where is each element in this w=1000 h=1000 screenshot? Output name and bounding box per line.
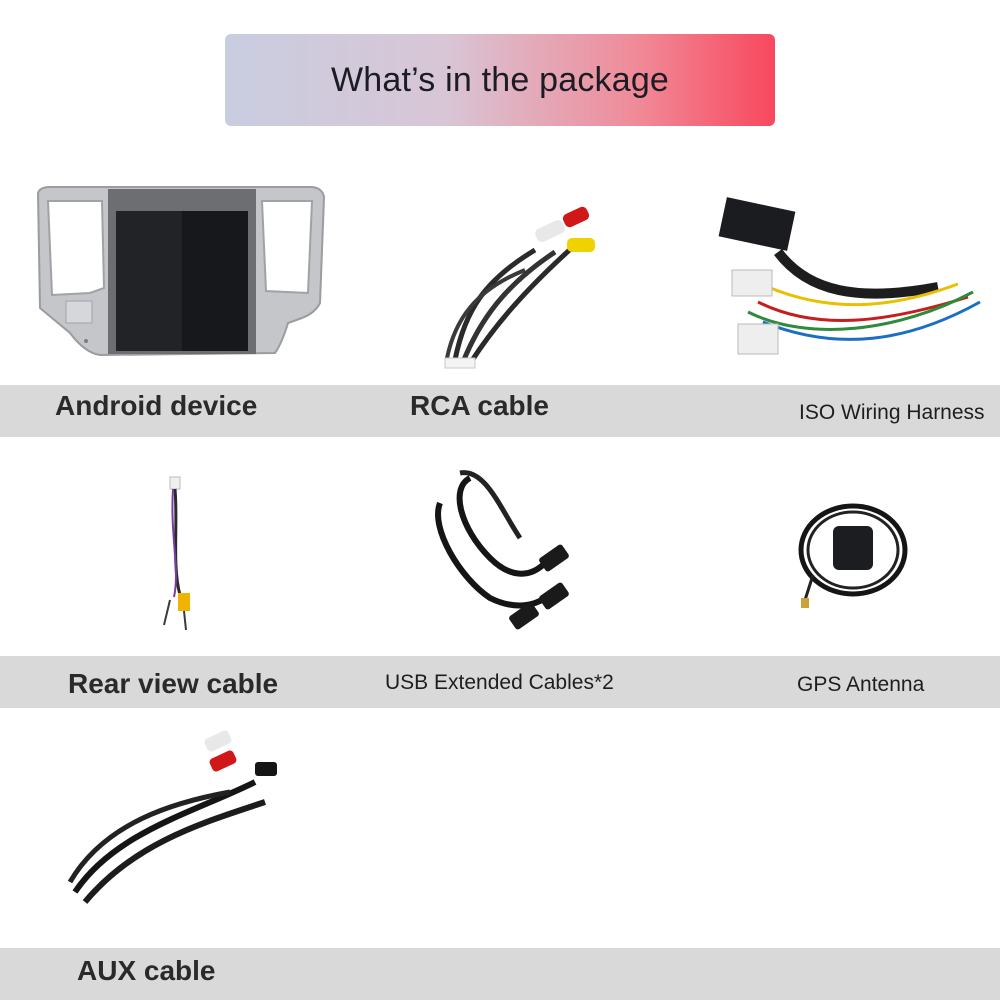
usb-cables-icon [430, 468, 580, 648]
item-label-aux-cable: AUX cable [77, 955, 216, 986]
page-title: What’s in the package [330, 60, 670, 99]
gps-antenna-icon [795, 500, 910, 615]
item-label-usb-extended-cables: USB Extended Cables*2 [385, 671, 614, 694]
title-banner: What’s in the package [225, 34, 775, 126]
label-band-row-3 [0, 948, 1000, 1000]
aux-cable-icon [55, 722, 285, 912]
item-label-gps-antenna: GPS Antenna [797, 673, 925, 696]
rear-view-cable-icon [150, 475, 210, 635]
label-band-row-1 [0, 385, 1000, 437]
item-label-rear-view-cable: Rear view cable [68, 668, 279, 699]
label-band-row-2 [0, 656, 1000, 708]
iso-wiring-harness-icon [718, 192, 988, 372]
rca-cable-icon [425, 190, 625, 375]
item-label-android-device: Android device [55, 390, 258, 421]
item-label-iso-wiring-harness: ISO Wiring Harness [799, 401, 985, 424]
android-head-unit-icon [30, 183, 330, 363]
item-label-rca-cable: RCA cable [410, 390, 550, 421]
